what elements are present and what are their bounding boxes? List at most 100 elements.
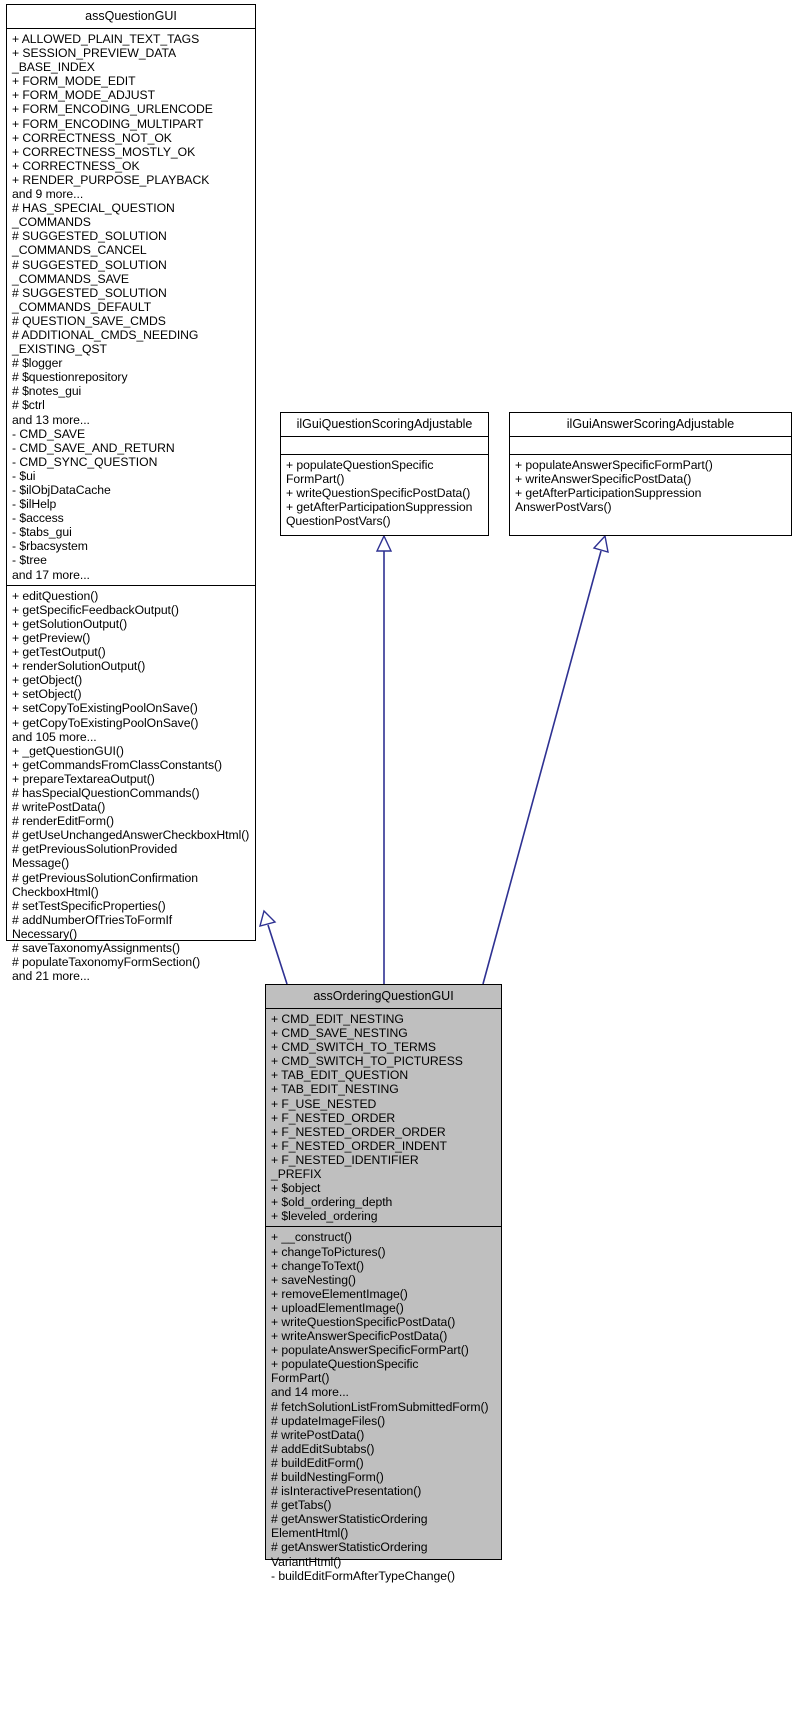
uml-member-line: ElementHtml()	[271, 1526, 349, 1541]
uml-member-line: + CMD_EDIT_NESTING	[271, 1012, 404, 1026]
uml-member-line: # addNumberOfTriesToFormIf	[12, 912, 173, 927]
uml-member-line: + getAfterParticipationSuppression	[286, 500, 473, 515]
uml-member-line: + F_USE_NESTED	[271, 1096, 377, 1111]
uml-member-line: + getObject()	[12, 673, 83, 688]
class-box-assquestiongui[interactable]: assQuestionGUI + ALLOWED_PLAIN_TEXT_TAGS…	[6, 4, 256, 983]
uml-member-line: + ALLOWED_PLAIN_TEXT_TAGS	[12, 32, 200, 46]
uml-member-line: # getAnswerStatisticOrdering	[271, 1512, 428, 1527]
uml-member-line: and 14 more...	[271, 1385, 349, 1400]
uml-member-line: _COMMANDS_SAVE	[12, 271, 129, 286]
uml-member-line: + FORM_ENCODING_MULTIPART	[12, 116, 204, 131]
uml-member-line: # renderEditForm()	[12, 814, 115, 829]
uml-member-line: + setObject()	[12, 687, 82, 702]
uml-member-line: # getPreviousSolutionProvided	[12, 842, 178, 857]
uml-member-line: # getPreviousSolutionConfirmation	[12, 870, 199, 885]
uml-member-line: + _getQuestionGUI()	[12, 743, 124, 758]
uml-member-line: + TAB_EDIT_QUESTION	[271, 1068, 409, 1083]
uml-member-line: - CMD_SAVE_AND_RETURN	[12, 440, 175, 455]
class-box-ilguiquestionscoringadjustable[interactable]: ilGuiQuestionScoringAdjustable + populat…	[280, 412, 489, 536]
uml-member-line: # getAnswerStatisticOrdering	[271, 1540, 428, 1555]
uml-member-line: # getUseUnchangedAnswerCheckboxHtml()	[12, 828, 250, 843]
methods-compartment-assquestiongui: + editQuestion()+ getSpecificFeedbackOut…	[7, 586, 255, 987]
uml-member-line: and 9 more...	[12, 187, 84, 202]
uml-member-line: # saveTaxonomyAssignments()	[12, 941, 180, 955]
uml-member-line: + CMD_SWITCH_TO_PICTURESS	[271, 1054, 463, 1069]
uml-member-line: # populateTaxonomyFormSection()	[12, 955, 201, 970]
uml-member-line: # buildEditForm()	[271, 1455, 364, 1470]
uml-member-line: CheckboxHtml()	[12, 884, 99, 899]
uml-member-line: - CMD_SYNC_QUESTION	[12, 454, 158, 469]
uml-member-line: + changeToText()	[271, 1258, 365, 1273]
uml-member-line: + CORRECTNESS_OK	[12, 158, 140, 173]
uml-member-line: _COMMANDS_CANCEL	[12, 243, 147, 258]
uml-member-line: + writeAnswerSpecificPostData()	[271, 1329, 448, 1344]
uml-member-line: # updateImageFiles()	[271, 1413, 386, 1428]
uml-member-line: # isInteractivePresentation()	[271, 1484, 422, 1499]
uml-member-line: and 13 more...	[12, 412, 90, 427]
uml-member-line: # $notes_gui	[12, 384, 82, 399]
uml-member-line: + F_NESTED_ORDER	[271, 1110, 396, 1125]
uml-member-line: # addEditSubtabs()	[271, 1441, 375, 1456]
uml-member-line: # fetchSolutionListFromSubmittedForm()	[271, 1399, 489, 1414]
uml-member-line: + F_NESTED_ORDER_INDENT	[271, 1138, 447, 1153]
class-box-ilguianswerscoringadjustable[interactable]: ilGuiAnswerScoringAdjustable + populateA…	[509, 412, 792, 536]
uml-member-line: _EXISTING_QST	[12, 342, 107, 357]
uml-member-line: _COMMANDS	[12, 215, 91, 230]
uml-member-line: + SESSION_PREVIEW_DATA	[12, 46, 177, 61]
uml-member-line: - $tree	[12, 553, 47, 568]
uml-member-line: + getTestOutput()	[12, 645, 106, 660]
uml-member-line: + F_NESTED_IDENTIFIER	[271, 1152, 419, 1167]
uml-member-line: _BASE_INDEX	[12, 60, 95, 75]
uml-member-line: + getCommandsFromClassConstants()	[12, 757, 223, 772]
uml-member-line: + FORM_MODE_EDIT	[12, 74, 136, 89]
edge-assordering-to-ilguianswerscoring	[482, 534, 609, 985]
uml-member-line: + writeQuestionSpecificPostData()	[286, 486, 471, 501]
uml-member-line: + removeElementImage()	[271, 1286, 408, 1301]
methods-compartment-ilguianswerscoringadjustable: + populateAnswerSpecificFormPart()+ writ…	[510, 455, 791, 517]
uml-member-line: # HAS_SPECIAL_QUESTION	[12, 201, 175, 216]
uml-member-line: + getSolutionOutput()	[12, 616, 128, 631]
class-box-assorderingquestiongui[interactable]: assOrderingQuestionGUI + CMD_EDIT_NESTIN…	[265, 984, 502, 1583]
uml-member-line: # SUGGESTED_SOLUTION	[12, 285, 167, 300]
uml-member-line: + $leveled_ordering	[271, 1209, 378, 1224]
uml-member-line: + setCopyToExistingPoolOnSave()	[12, 701, 198, 716]
uml-member-line: # writePostData()	[12, 800, 106, 815]
attributes-compartment-ilguiquestionscoringadjustable	[281, 437, 488, 455]
attributes-compartment-ilguianswerscoringadjustable	[510, 437, 791, 455]
uml-member-line: + FORM_ENCODING_URLENCODE	[12, 102, 213, 117]
uml-member-line: + prepareTextareaOutput()	[12, 771, 155, 786]
uml-member-line: + __construct()	[271, 1230, 352, 1245]
uml-member-line: # SUGGESTED_SOLUTION	[12, 229, 167, 244]
uml-member-line: _PREFIX	[271, 1167, 322, 1182]
uml-member-line: # $ctrl	[12, 398, 45, 413]
uml-member-line: - $rbacsystem	[12, 539, 88, 554]
uml-member-line: + populateQuestionSpecific	[286, 458, 434, 472]
class-title-ilguiquestionscoringadjustable: ilGuiQuestionScoringAdjustable	[281, 413, 488, 437]
uml-member-line: + CMD_SWITCH_TO_TERMS	[271, 1040, 436, 1055]
edge-assordering-to-assquestion	[259, 909, 288, 985]
uml-member-line: - $ilHelp	[12, 497, 57, 512]
uml-member-line: FormPart()	[286, 472, 345, 487]
attributes-compartment-assquestiongui: + ALLOWED_PLAIN_TEXT_TAGS+ SESSION_PREVI…	[7, 29, 255, 586]
class-title-ilguianswerscoringadjustable: ilGuiAnswerScoringAdjustable	[510, 413, 791, 437]
uml-member-line: + populateAnswerSpecificFormPart()	[515, 458, 713, 472]
uml-member-line: _COMMANDS_DEFAULT	[12, 299, 152, 314]
edge-assordering-to-ilguiquestionscoring	[375, 534, 393, 984]
uml-member-line: AnswerPostVars()	[515, 500, 612, 515]
uml-member-line: # writePostData()	[271, 1427, 365, 1442]
uml-member-line: Message()	[12, 856, 70, 871]
uml-member-line: + renderSolutionOutput()	[12, 659, 146, 674]
uml-member-line: + $object	[271, 1181, 321, 1196]
uml-member-line: + uploadElementImage()	[271, 1300, 404, 1315]
uml-member-line: - buildEditFormAfterTypeChange()	[271, 1568, 455, 1583]
uml-member-line: + $old_ordering_depth	[271, 1195, 393, 1210]
uml-member-line: + editQuestion()	[12, 588, 99, 603]
uml-member-line: + populateQuestionSpecific	[271, 1357, 419, 1372]
uml-member-line: # ADDITIONAL_CMDS_NEEDING	[12, 327, 199, 342]
uml-member-line: + getCopyToExistingPoolOnSave()	[12, 715, 199, 730]
uml-member-line: # QUESTION_SAVE_CMDS	[12, 313, 166, 328]
class-title-assorderingquestiongui: assOrderingQuestionGUI	[266, 985, 501, 1009]
